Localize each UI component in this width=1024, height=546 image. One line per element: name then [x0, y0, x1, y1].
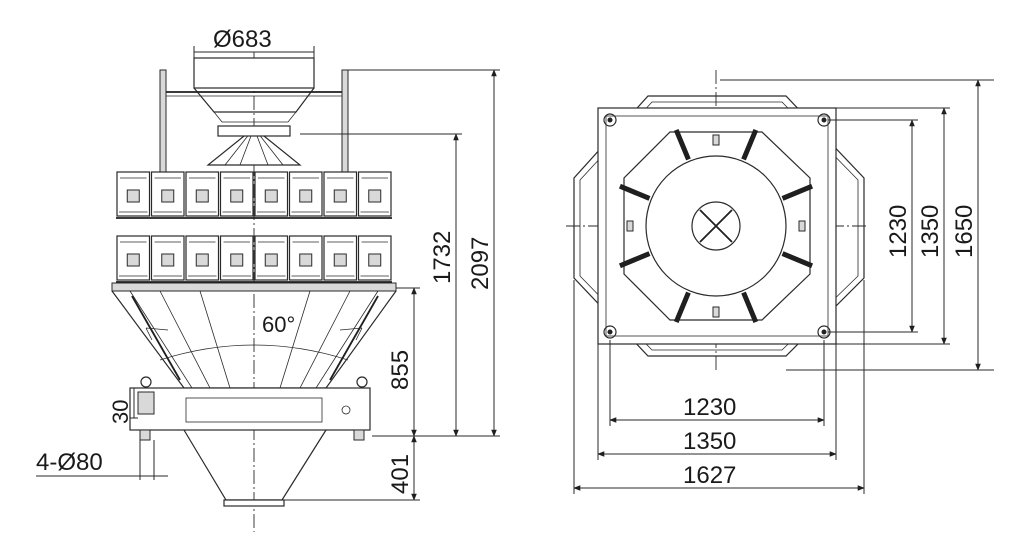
top-depth-inner-label: 1230	[885, 205, 912, 258]
bracket	[712, 134, 720, 146]
top-width-frame-label: 1350	[683, 428, 736, 455]
divider	[618, 183, 651, 201]
center-circle	[645, 155, 787, 297]
hopper-bucket	[254, 235, 289, 281]
lower-hopper-ring	[116, 235, 392, 283]
dim-height-cone: 855	[387, 287, 420, 437]
dim-foot-height: 30	[108, 387, 138, 424]
foot-height-label: 30	[108, 400, 133, 424]
top-width-inner-label: 1230	[683, 394, 736, 421]
dim-top-width-inner: 1230	[609, 340, 825, 426]
divider	[673, 291, 691, 324]
hopper-bucket	[219, 235, 254, 281]
feed-funnel	[193, 57, 315, 123]
dim-top-width-overall: 1627	[573, 280, 865, 494]
height-discharge-label: 401	[387, 454, 414, 494]
inner-octagon	[623, 131, 811, 321]
divider	[741, 291, 759, 324]
dim-height-upper: 1732	[300, 133, 462, 437]
hopper-bucket	[185, 235, 220, 281]
bracket	[798, 220, 806, 232]
dim-top-diameter: Ø683	[193, 26, 315, 58]
hopper-bucket	[150, 235, 185, 281]
dim-top-depth-inner: 1230	[828, 119, 918, 333]
dim-foot-holes: 4-Ø80	[36, 440, 168, 480]
height-upper-label: 1732	[429, 231, 456, 284]
hopper-dividers	[618, 128, 814, 324]
height-cone-label: 855	[387, 350, 414, 390]
bracket	[626, 220, 634, 232]
collecting-cone: 60°	[111, 282, 397, 389]
dim-top-depth-overall: 1650	[720, 79, 994, 371]
side-view: 60° Ø683 2097	[36, 26, 500, 532]
hopper-bucket	[116, 171, 151, 217]
dim-height-overall: 2097	[348, 69, 500, 437]
corner-bolts	[603, 113, 831, 339]
top-depth-frame-label: 1350	[917, 205, 944, 258]
height-overall-label: 2097	[467, 237, 494, 290]
top-diameter-label: Ø683	[213, 26, 272, 53]
divider	[781, 183, 814, 201]
foot-holes-label: 4-Ø80	[36, 449, 103, 476]
divider	[618, 251, 651, 269]
top-view: 1230 1350 1627 1230 1350	[566, 70, 994, 494]
top-depth-overall-label: 1650	[951, 205, 978, 258]
top-width-overall-label: 1627	[683, 462, 736, 489]
dim-top-depth-frame: 1350	[836, 107, 950, 345]
divider	[673, 128, 691, 161]
bracket	[712, 306, 720, 318]
divider	[781, 251, 814, 269]
dim-top-width-frame: 1350	[597, 344, 837, 460]
divider	[741, 128, 759, 161]
top-cone	[206, 125, 302, 166]
base-body	[129, 376, 371, 507]
cone-angle-label: 60°	[262, 312, 295, 337]
dim-height-discharge: 401	[282, 435, 420, 501]
upper-hopper-ring	[116, 171, 392, 219]
